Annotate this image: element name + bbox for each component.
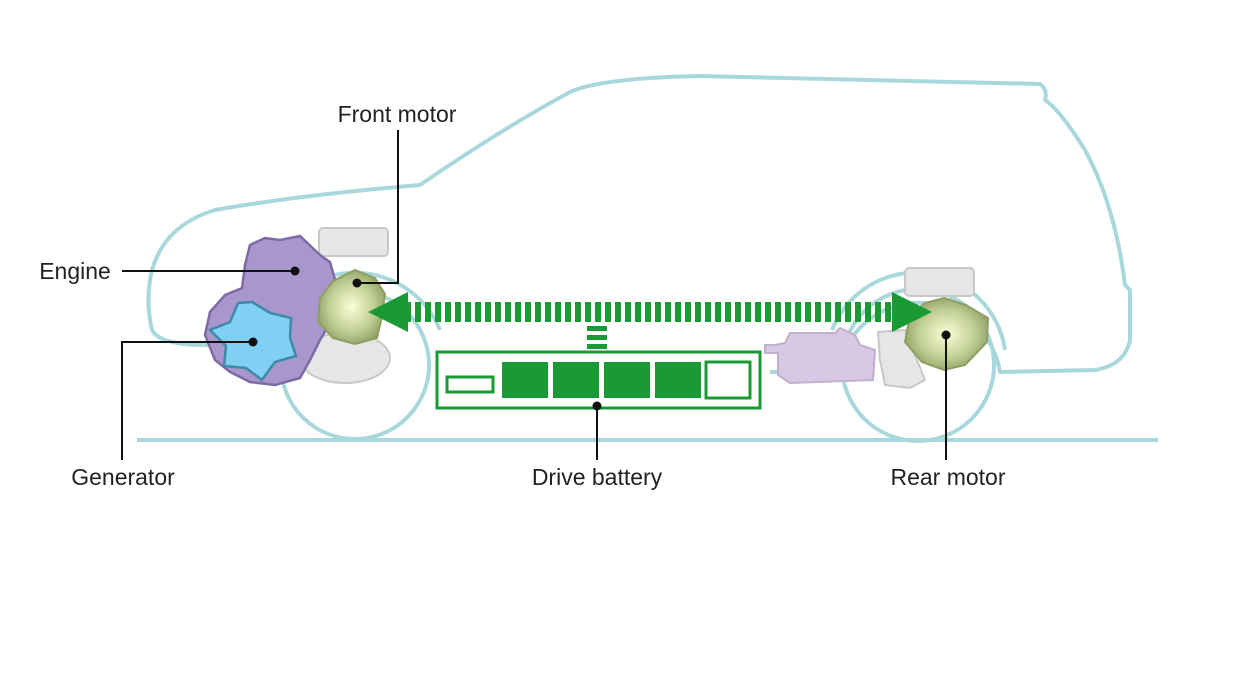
- front-motor-label: Front motor: [337, 101, 457, 127]
- battery-cell: [502, 362, 548, 398]
- engine-dot: [290, 266, 300, 276]
- rear-purple-unit: [764, 326, 877, 385]
- engine-label: Engine: [39, 258, 111, 284]
- arrowhead-left: [368, 292, 408, 332]
- front-motor-dot: [352, 278, 362, 288]
- battery-cell-empty: [704, 360, 752, 400]
- front-motor-shape: [316, 268, 387, 346]
- battery-terminal: [445, 375, 495, 394]
- drive-battery-pack: [435, 350, 762, 410]
- leader-lines: [121, 130, 947, 460]
- rear-motor-label: Rear motor: [890, 464, 1006, 490]
- rear-motor-dot: [941, 330, 951, 340]
- generator-label: Generator: [71, 464, 175, 490]
- drive-battery-dot: [592, 401, 602, 411]
- battery-cell: [553, 362, 599, 398]
- battery-cell: [604, 362, 650, 398]
- generator-dot: [248, 337, 258, 347]
- rear-box-component: [904, 267, 975, 297]
- drive-battery-label: Drive battery: [531, 464, 663, 490]
- battery-connector: [587, 326, 607, 331]
- power-flow-arrow: [368, 292, 932, 349]
- arrowhead-right: [892, 292, 932, 332]
- rear-gray-component: [876, 328, 927, 390]
- battery-cell: [655, 362, 701, 398]
- front-box-component: [318, 227, 389, 257]
